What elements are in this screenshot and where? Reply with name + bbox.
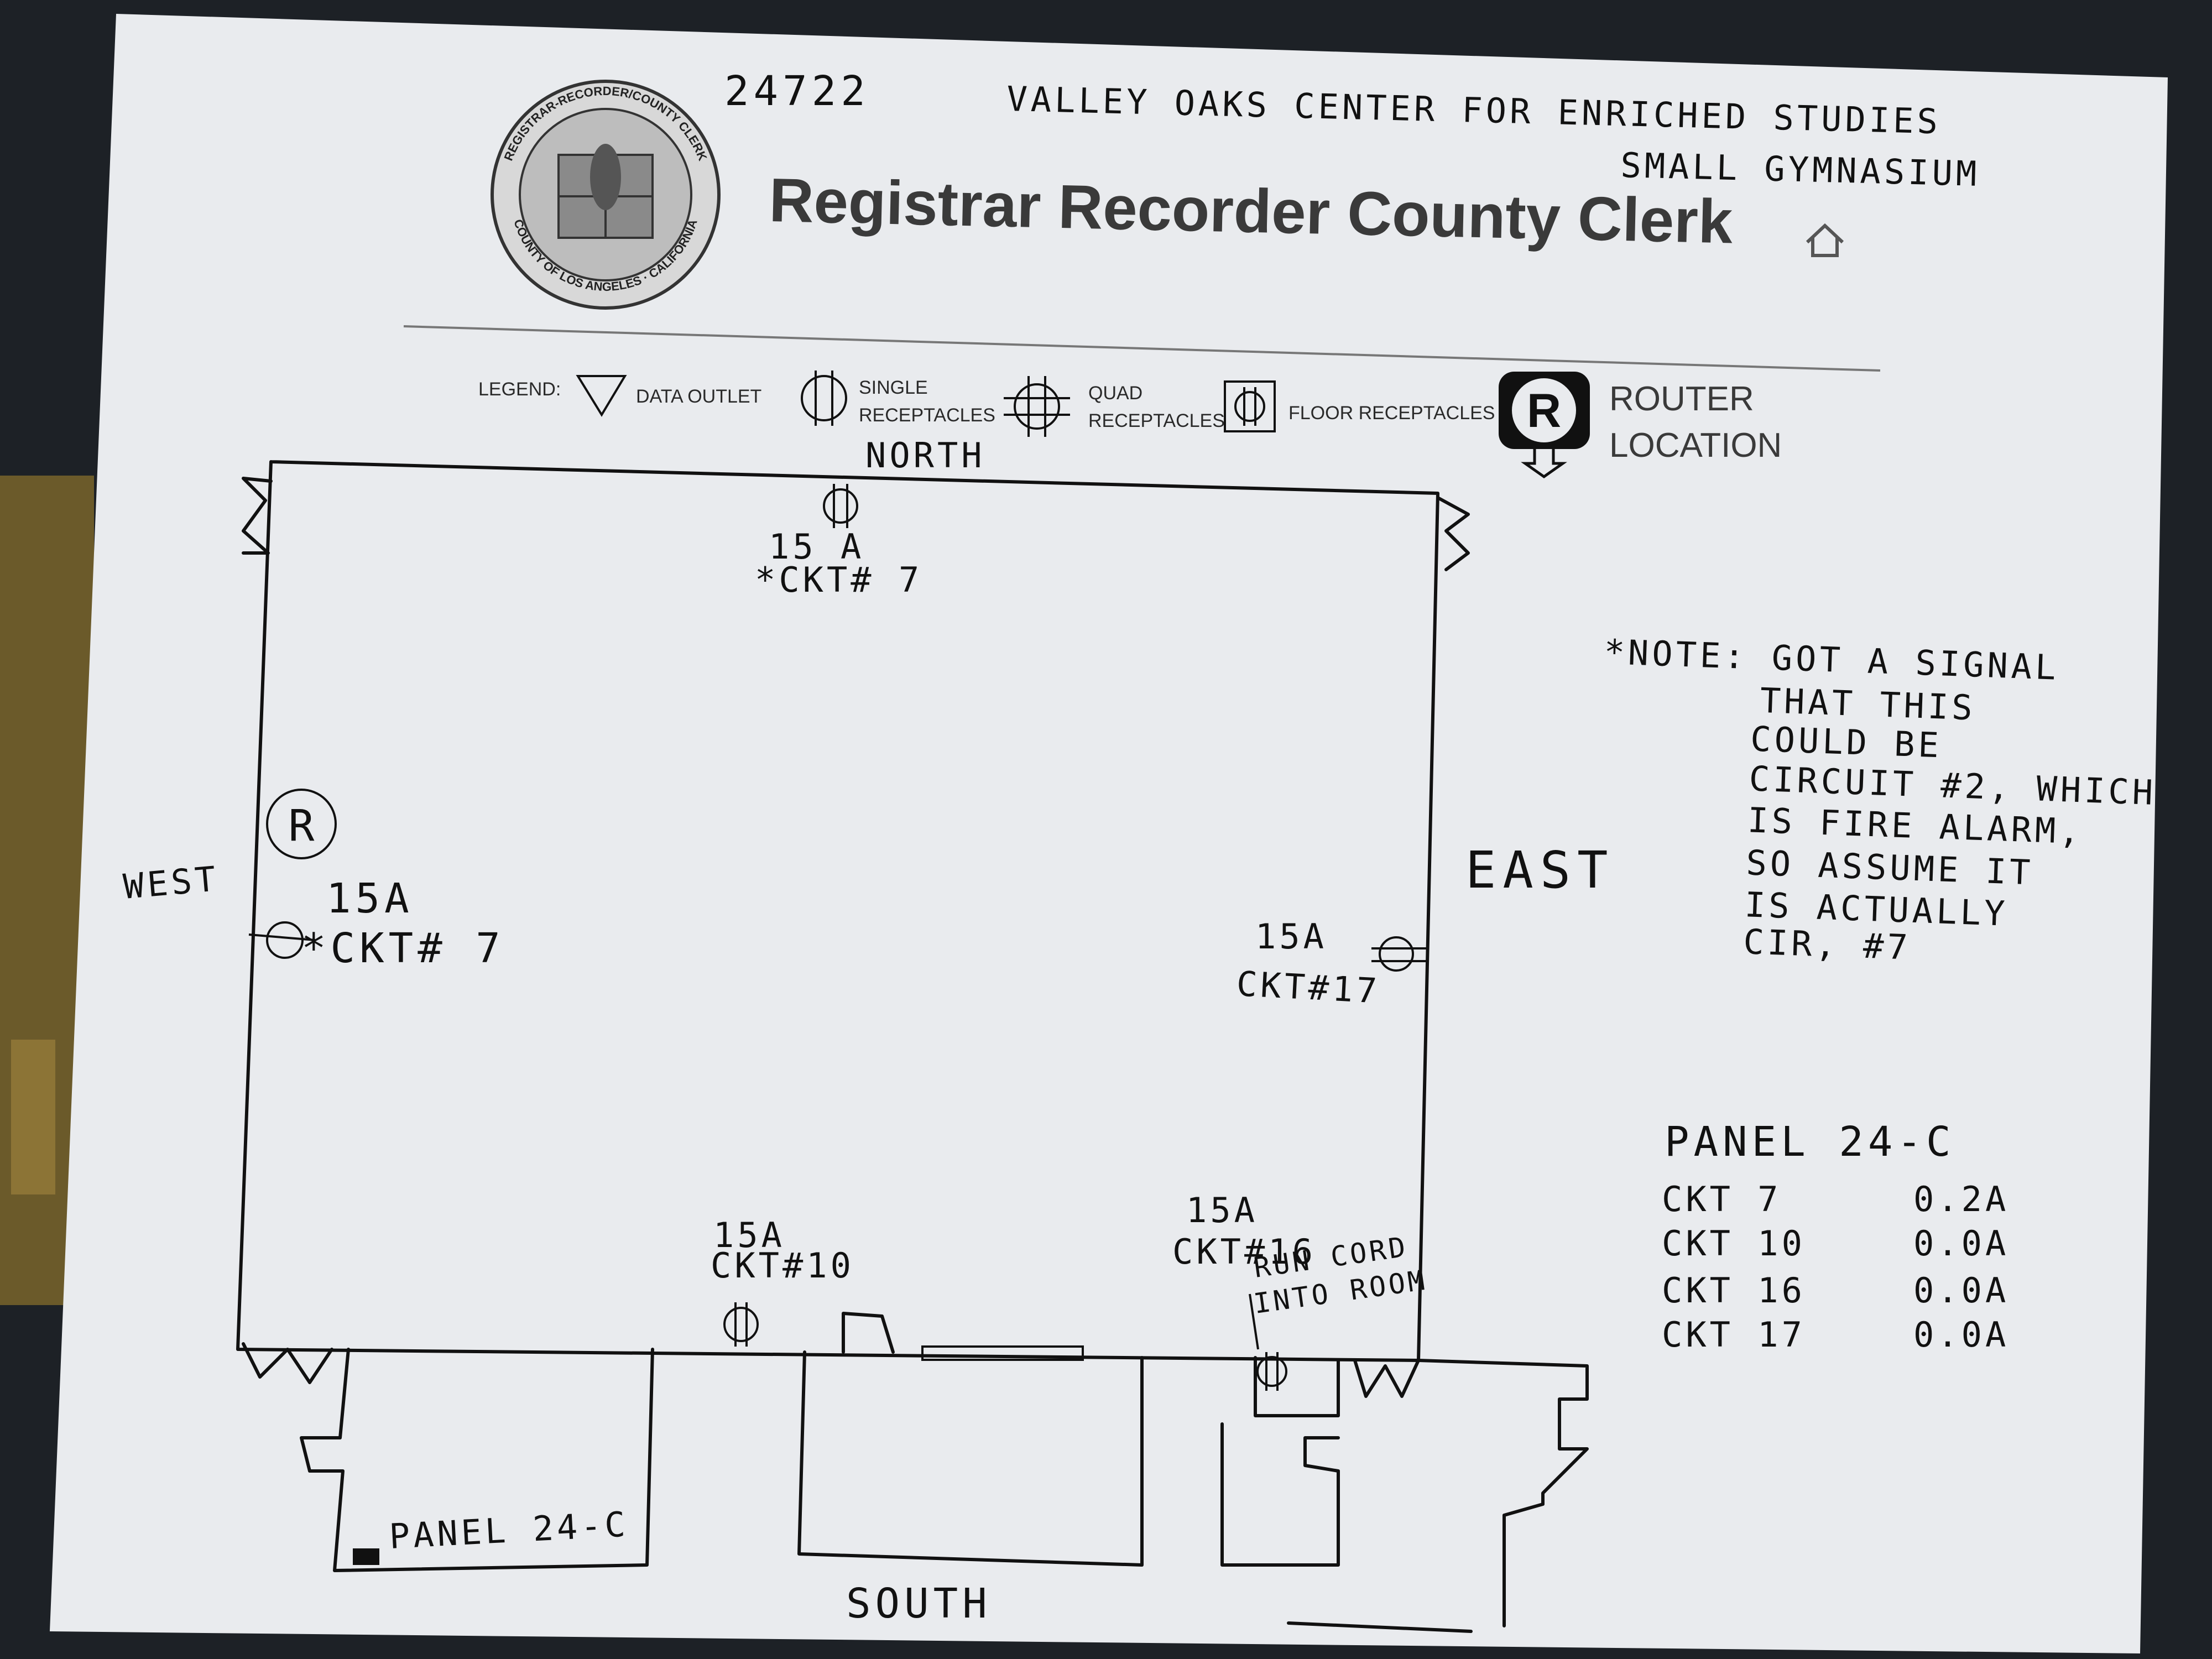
receptacle-west-circuit: *CKT# 7 [301, 925, 505, 972]
legend-quad-line1: QUAD [1088, 383, 1142, 404]
panel-row-ckt: CKT 17 [1662, 1314, 1806, 1355]
label-north: NORTH [865, 435, 985, 476]
router-symbol: R [1527, 384, 1561, 437]
legend-floor: FLOOR RECEPTACLES [1288, 403, 1495, 424]
panel-row-ckt: CKT 7 [1662, 1179, 1782, 1219]
label-west: WEST [122, 858, 221, 907]
receptacle-east-circuit: CKT#17 [1235, 963, 1381, 1011]
quad-receptacle-icon [1004, 376, 1070, 437]
receptacle-east: 15A CKT#17 [1235, 916, 1427, 1011]
receptacle-south-16-circuit: CKT#16 [1172, 1232, 1316, 1272]
clipboard-clip-tab [11, 1040, 55, 1194]
floor-receptacle-icon [1224, 380, 1276, 432]
header-divider [403, 325, 1881, 372]
run-cord-arrow [1249, 1293, 1259, 1350]
panel-readings-table: PANEL 24-C CKT 7 0.2A CKT 10 0.0A CKT 16… [1662, 1118, 2009, 1355]
single-receptacle-icon [1371, 936, 1427, 972]
legend-label: LEGEND: [478, 379, 561, 400]
data-outlet-triangle-icon [576, 375, 627, 417]
legend-data-outlet: DATA OUTLET [636, 386, 761, 407]
legend-single-line1: SINGLE [859, 377, 928, 398]
receptacle-west-amps: 15A [326, 875, 414, 922]
receptacle-south-10-circuit: CKT#10 [711, 1245, 854, 1286]
receptacle-north-circuit: *CKT# 7 [755, 560, 922, 600]
single-receptacle-icon [823, 484, 858, 528]
single-receptacle-icon [1256, 1352, 1287, 1391]
receptacle-north: 15 A *CKT# 7 [755, 484, 922, 600]
note-line-6: SO ASSUME IT [1745, 842, 2034, 893]
router-location-icon: R [1499, 372, 1590, 479]
note-line-8: CIR, #7 [1743, 921, 1912, 968]
router-marker: R [266, 789, 337, 859]
panel-row-amps: 0.0A [1913, 1314, 2009, 1355]
receptacle-west: 15A *CKT# 7 [248, 875, 505, 972]
gym-room-outline [236, 460, 1470, 1398]
county-seal: REGISTRAR-RECORDER/COUNTY CLERK COUNTY O… [491, 80, 721, 310]
receptacle-north-amps: 15 A [769, 526, 864, 567]
panel-row-amps: 0.0A [1913, 1270, 2009, 1311]
legend-router-line1: ROUTER [1609, 380, 1754, 418]
project-number: 24722 [724, 67, 870, 115]
panel-table-title: PANEL 24-C [1665, 1118, 1955, 1166]
panel-row-amps: 0.0A [1913, 1223, 2009, 1264]
label-south: SOUTH [846, 1580, 992, 1627]
panel-row-ckt: CKT 16 [1662, 1270, 1806, 1311]
single-receptacle-icon [248, 921, 316, 959]
legend-single-line2: RECEPTACLES [859, 405, 995, 426]
router-marker-letter: R [289, 801, 315, 851]
panel-row-amps: 0.2A [1913, 1179, 2009, 1219]
single-receptacle-icon [723, 1302, 759, 1347]
receptacle-east-amps: 15A [1255, 916, 1327, 957]
room-name: SMALL GYMNASIUM [1620, 145, 1981, 194]
note-line-2: THAT THIS [1760, 680, 1976, 728]
paper-sheet [50, 14, 2168, 1653]
receptacle-south-10: 15A CKT#10 [711, 1215, 854, 1347]
receptacle-south-10-amps: 15A [713, 1215, 785, 1255]
legend-router-line2: LOCATION [1609, 426, 1782, 465]
single-receptacle-icon [801, 371, 847, 426]
label-east: EAST [1465, 841, 1615, 900]
legend: LEGEND: DATA OUTLET SINGLE RECEPTACLES Q… [478, 371, 1782, 479]
home-icon [1806, 223, 1844, 257]
note-line-7: IS ACTUALLY [1744, 884, 2009, 934]
receptacle-south-16-amps: 15A [1186, 1190, 1258, 1230]
panel-row-ckt: CKT 10 [1662, 1223, 1806, 1264]
legend-quad-line2: RECEPTACLES [1088, 410, 1225, 431]
panel-box-icon [353, 1548, 379, 1565]
note-line-3: COULD BE [1750, 718, 1943, 765]
adjacent-rooms [300, 1312, 1589, 1633]
